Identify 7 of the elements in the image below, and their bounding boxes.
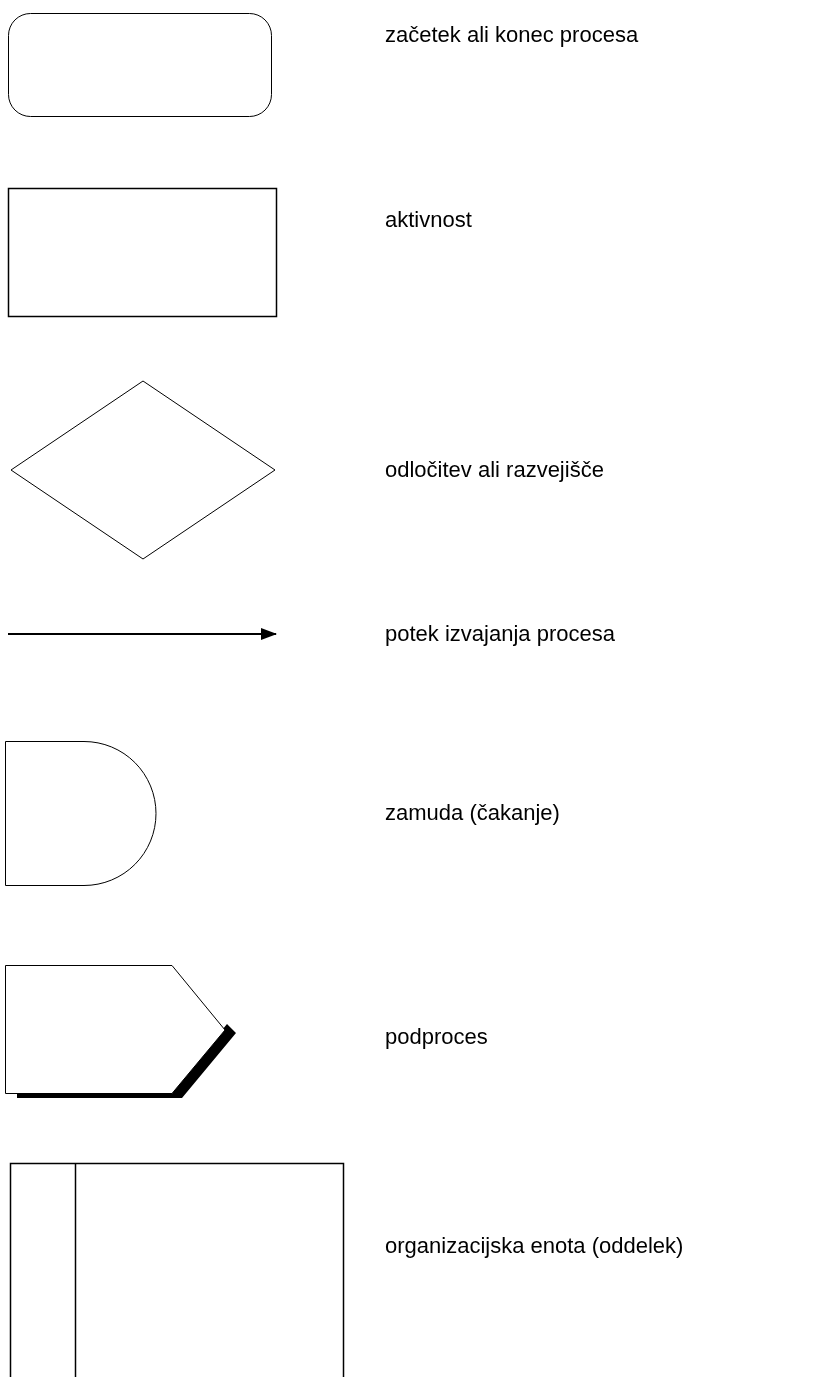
legend-label: organizacijska enota (oddelek) xyxy=(385,1233,684,1259)
legend-label: odločitev ali razvejišče xyxy=(385,457,604,483)
legend-label: aktivnost xyxy=(385,207,472,233)
legend-label: podproces xyxy=(385,1024,488,1050)
legend-label: potek izvajanja procesa xyxy=(385,621,615,647)
legend-label: zamuda (čakanje) xyxy=(385,800,560,826)
legend-label: začetek ali konec procesa xyxy=(385,22,639,48)
